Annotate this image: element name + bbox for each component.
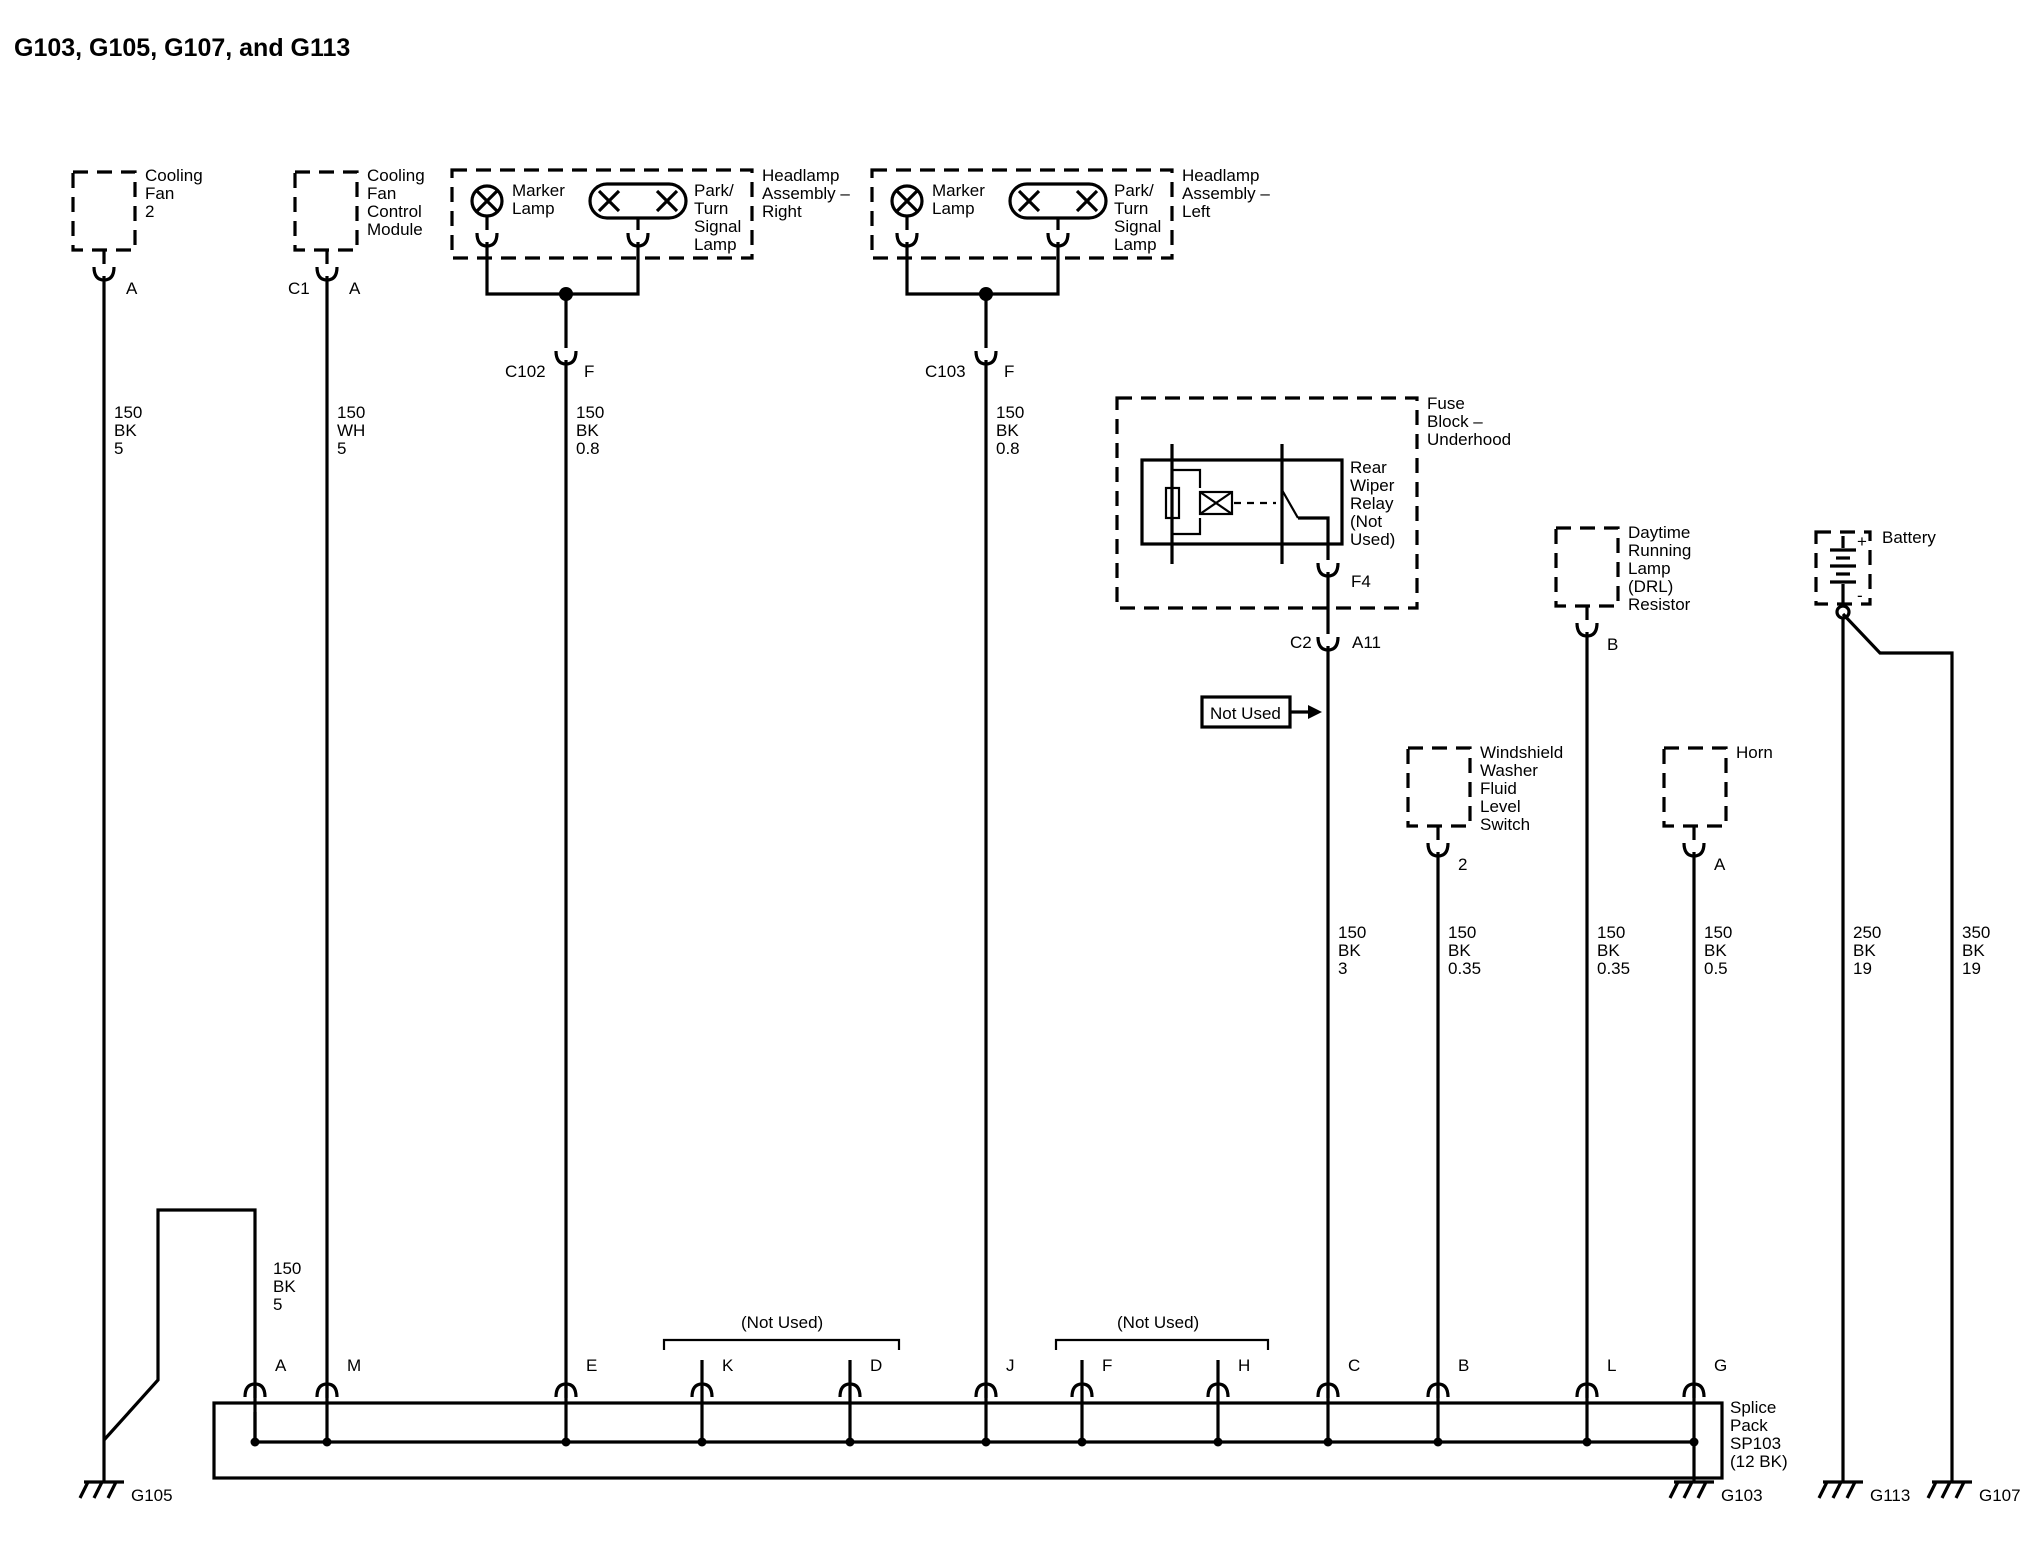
pin-c102-f: F xyxy=(584,362,594,381)
wire-label-7: 150 BK 0.35 xyxy=(1597,923,1630,978)
ground-symbol-3 xyxy=(1926,1480,1972,1499)
splice-pin-label: C xyxy=(1348,1356,1360,1375)
svg-text:-: - xyxy=(1857,586,1863,605)
cooling-fan: Cooling Fan 2 A xyxy=(71,166,207,298)
marker-lamp-right-label: Marker Lamp xyxy=(512,181,570,218)
splice-pin-label: A xyxy=(275,1356,287,1375)
ground-symbol-1 xyxy=(1668,1480,1714,1499)
splice-pin-label: L xyxy=(1607,1356,1616,1375)
washer-switch-label: Windshield Washer Fluid Level Switch xyxy=(1480,743,1568,834)
rear-wiper-relay xyxy=(1140,444,1344,564)
splice-pin-d: D xyxy=(838,1356,882,1447)
splice-pin-label: M xyxy=(347,1356,361,1375)
pin-fan-a: A xyxy=(126,279,138,298)
pin-horn-a: A xyxy=(1714,855,1726,874)
splice-pin-label: E xyxy=(586,1356,597,1375)
not-used-bracket-2: (Not Used) xyxy=(1054,1313,1270,1350)
splice-pin-j: J xyxy=(974,1356,1015,1447)
pin-module-c1: C1 xyxy=(288,279,310,298)
splice-pin-h: H xyxy=(1206,1356,1250,1447)
headlamp-assembly-right: Marker Lamp Park/ Turn Signal Lamp xyxy=(450,168,754,260)
svg-text:(Not Used): (Not Used) xyxy=(1117,1313,1199,1332)
splice-pin-label: D xyxy=(870,1356,882,1375)
headlamp-left-label: Headlamp Assembly – Left xyxy=(1182,166,1275,221)
horn: Horn A xyxy=(1662,743,1773,874)
wire-label-8: 150 BK 0.5 xyxy=(1704,923,1737,978)
not-used-bracket-1: (Not Used) xyxy=(662,1313,901,1350)
wire-splice-g105 xyxy=(102,1208,257,1442)
fan-module-label: Cooling Fan Control Module xyxy=(367,166,429,239)
wire-label-2: 150 WH 5 xyxy=(337,403,370,458)
wire-label-3: 150 BK 0.8 xyxy=(576,403,609,458)
wire-label-5: 150 BK 3 xyxy=(1338,923,1371,978)
wire-label-1: 150 BK 5 xyxy=(114,403,147,458)
splice-pin-label: J xyxy=(1006,1356,1015,1375)
splice-pin-k: K xyxy=(690,1356,734,1447)
pin-a11: A11 xyxy=(1352,633,1381,652)
wire-headlamp-left-bridge xyxy=(905,242,1060,296)
diagram-title: G103, G105, G107, and G113 xyxy=(14,34,350,62)
cooling-fan-label: Cooling Fan 2 xyxy=(145,166,207,221)
svg-text:Not Used: Not Used xyxy=(1210,704,1281,723)
splice-pin-b: B xyxy=(1426,1356,1469,1447)
rear-wiper-relay-label: Rear Wiper Relay (Not Used) xyxy=(1350,458,1399,549)
wire-label-6: 150 BK 0.35 xyxy=(1448,923,1481,978)
wire-battery-g107 xyxy=(1841,612,1954,1482)
wire-label-11: 150 BK 5 xyxy=(273,1259,306,1314)
wire-label-9: 250 BK 19 xyxy=(1853,923,1886,978)
horn-label: Horn xyxy=(1736,743,1773,762)
pin-c103-f: F xyxy=(1004,362,1014,381)
wire-label-4: 150 BK 0.8 xyxy=(996,403,1029,458)
splice-pin-label: G xyxy=(1714,1356,1727,1375)
ground-g113: G113 xyxy=(1870,1486,1910,1505)
splice-pin-f: F xyxy=(1070,1356,1112,1447)
splice-pin-a: A xyxy=(243,1356,287,1447)
splice-pin-l: L xyxy=(1575,1356,1616,1447)
splice-pin-m: M xyxy=(315,1356,361,1447)
splice-pin-c: C xyxy=(1316,1356,1360,1447)
ground-symbol-2 xyxy=(1817,1480,1863,1499)
pin-f4: F4 xyxy=(1351,572,1371,591)
ground-g107: G107 xyxy=(1979,1486,2021,1505)
splice-pin-e: E xyxy=(554,1356,597,1447)
splice-pin-label: K xyxy=(722,1356,734,1375)
park-lamp-left-label: Park/ Turn Signal Lamp xyxy=(1114,181,1166,254)
connector-c2: C2 xyxy=(1290,633,1312,652)
splice-pack-label: Splice Pack SP103 (12 BK) xyxy=(1730,1398,1788,1471)
splice-pack-sp103: A M E K D J F H C B L G Splice Pack SP103 (12 BK) xyxy=(212,1356,1788,1482)
splice-pin-label: F xyxy=(1102,1356,1112,1375)
park-lamp-right-label: Park/ Turn Signal Lamp xyxy=(694,181,746,254)
wire-label-10: 350 BK 19 xyxy=(1962,923,1995,978)
splice-pin-label: H xyxy=(1238,1356,1250,1375)
fuse-block-label: Fuse Block – Underhood xyxy=(1427,394,1511,449)
svg-text:+: + xyxy=(1857,532,1867,551)
not-used-flag: Not Used xyxy=(1200,695,1322,729)
wire-headlamp-right-bridge xyxy=(485,242,640,296)
splice-pin-label: B xyxy=(1458,1356,1469,1375)
headlamp-right-label: Headlamp Assembly – Right xyxy=(762,166,855,221)
drl-resistor-label: Daytime Running Lamp (DRL) Resistor xyxy=(1628,523,1696,614)
windshield-washer-switch: Windshield Washer Fluid Level Switch 2 xyxy=(1406,743,1568,874)
pin-module-a: A xyxy=(349,279,361,298)
ground-g105: G105 xyxy=(131,1486,173,1505)
pin-washer-2: 2 xyxy=(1458,855,1467,874)
battery: + - Battery xyxy=(1814,528,1936,620)
pin-drl-b: B xyxy=(1607,635,1618,654)
connector-c103: C103 xyxy=(925,362,966,381)
marker-lamp-left-label: Marker Lamp xyxy=(932,181,990,218)
cooling-fan-control-module: Cooling Fan Control Module C1 A xyxy=(288,166,429,298)
battery-label: Battery xyxy=(1882,528,1936,547)
ground-g103: G103 xyxy=(1721,1486,1763,1505)
connector-c102: C102 xyxy=(505,362,546,381)
splice-pin-g: G xyxy=(1682,1356,1727,1447)
fuse-block-underhood: Fuse Block – Underhood Rear Wiper Relay … xyxy=(1115,394,1511,610)
drl-resistor: Daytime Running Lamp (DRL) Resistor B xyxy=(1554,523,1696,654)
svg-text:(Not Used): (Not Used) xyxy=(741,1313,823,1332)
ground-symbol-0 xyxy=(78,1480,124,1499)
headlamp-assembly-left: Marker Lamp Park/ Turn Signal Lamp xyxy=(870,168,1174,260)
